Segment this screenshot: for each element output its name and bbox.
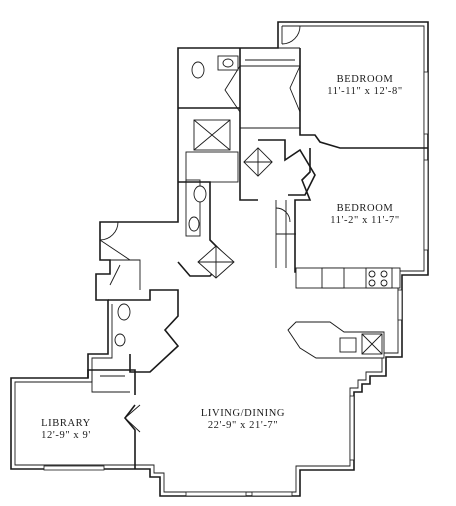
room-dimensions: 12'-9" x 9' xyxy=(41,430,91,441)
library-door xyxy=(124,404,141,433)
powder-wall xyxy=(108,289,180,373)
room-label-living-dining: LIVING/DINING 22'-9" x 21'-7" xyxy=(201,408,285,432)
kitchen-range xyxy=(365,267,393,289)
room-dimensions: 11'-2" x 11'-7" xyxy=(330,215,400,226)
bedroom1-door xyxy=(281,25,301,45)
bedroom2-wall xyxy=(294,148,398,273)
hall-closet-1-x xyxy=(244,148,272,176)
room-dimensions: 22'-9" x 21'-7" xyxy=(207,420,279,431)
bedroom1-wall xyxy=(299,48,428,149)
living-window-bottom-right xyxy=(251,491,293,497)
bath1-tub xyxy=(185,151,239,183)
library-closet xyxy=(91,370,130,393)
inner-wall-offset xyxy=(14,25,425,493)
burner-1 xyxy=(368,270,376,278)
entry-closet xyxy=(99,239,141,290)
bedroom1-closet xyxy=(240,47,300,129)
kitchen-island xyxy=(287,321,385,359)
bedroom2-closet xyxy=(275,200,296,268)
hall-walls xyxy=(258,139,316,196)
bedroom1-window xyxy=(423,71,429,135)
living-window-right xyxy=(349,395,355,461)
library-wall xyxy=(87,369,136,469)
kitchen-sink xyxy=(339,337,357,353)
burner-4 xyxy=(380,279,388,287)
powder-toilet xyxy=(117,303,131,321)
room-name: BEDROOM xyxy=(336,74,394,85)
bedroom2-window xyxy=(423,159,429,251)
room-label-bedroom-1: BEDROOM 11'-11" x 12'-8" xyxy=(327,74,402,98)
burner-2 xyxy=(380,270,388,278)
living-window-bottom xyxy=(185,491,247,497)
outer-wall xyxy=(10,21,429,497)
kitchen-window-right xyxy=(397,289,403,321)
bath1-toilet xyxy=(191,61,205,79)
powder-sink xyxy=(114,333,126,347)
room-name: BEDROOM xyxy=(336,203,394,214)
kitchen-fridge xyxy=(321,267,345,289)
entry-door xyxy=(99,221,119,241)
bath1-wall xyxy=(178,48,258,201)
bath2-toilet xyxy=(193,185,207,203)
bath2-sink xyxy=(188,216,200,232)
closet-door-bi-fold xyxy=(224,65,301,113)
room-dimensions: 11'-11" x 12'-8" xyxy=(327,86,403,97)
bath1-sink-basin xyxy=(222,58,234,68)
bath1-shower-x xyxy=(193,119,231,151)
room-name: LIVING/DINING xyxy=(200,408,286,419)
dishwasher-x xyxy=(361,333,383,355)
room-name: LIBRARY xyxy=(41,418,91,429)
library-window xyxy=(43,465,105,471)
room-label-bedroom-2: BEDROOM 11'-2" x 11'-7" xyxy=(330,203,400,227)
room-label-library: LIBRARY 12'-9" x 9' xyxy=(41,418,91,442)
linen-closet-x xyxy=(198,246,234,278)
burner-3 xyxy=(368,279,376,287)
bedroom2-door xyxy=(275,207,291,223)
